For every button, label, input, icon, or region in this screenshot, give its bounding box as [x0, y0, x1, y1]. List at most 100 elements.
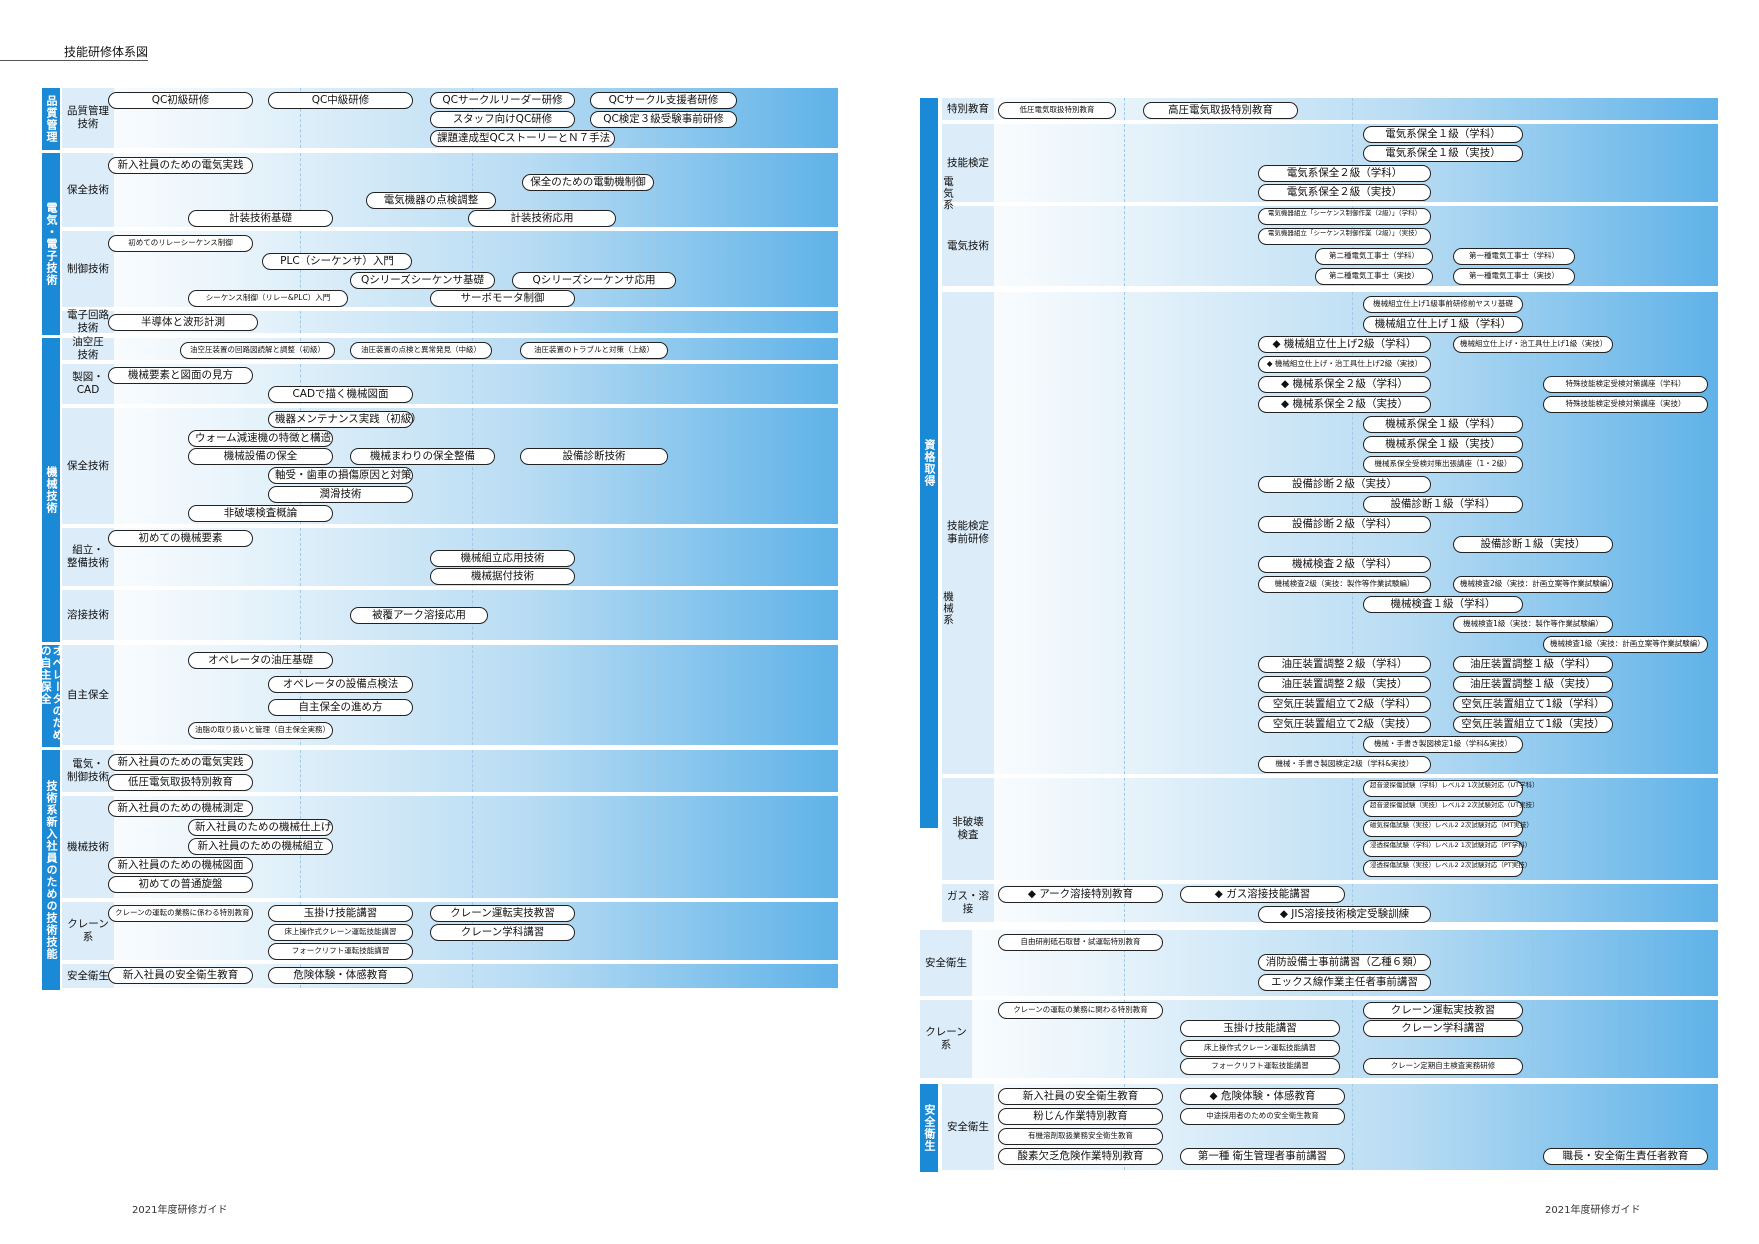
- course-pill: 特殊技能検定受検対策講座（実技）: [1543, 396, 1708, 413]
- section-label: 技能検定事前研修: [942, 292, 994, 774]
- course-pill: 低圧電気取扱特別教育: [998, 102, 1116, 119]
- column-divider: [1535, 1084, 1536, 1170]
- column-divider: [654, 528, 655, 586]
- course-pill: スタッフ向けQC研修: [430, 111, 575, 128]
- course-pill: Qシリーズシーケンサ応用: [512, 272, 676, 289]
- course-pill: 機械まわりの保全整備: [350, 448, 495, 465]
- course-pill: 高圧電気取扱特別教育: [1143, 102, 1298, 119]
- section-label: 保全技術: [62, 408, 114, 524]
- course-pill: オペレータの設備点検法: [268, 676, 413, 693]
- course-pill: 自由研削砥石取替・試運転特別教育: [998, 934, 1163, 951]
- column-divider: [654, 364, 655, 404]
- column-divider: [1535, 98, 1536, 120]
- course-pill: 新入社員の安全衛生教育: [108, 967, 253, 984]
- course-pill: 電気系保全１級（学科）: [1363, 126, 1523, 143]
- course-pill: 油圧装置調整１級（実技）: [1453, 676, 1613, 693]
- column-divider: [472, 964, 473, 988]
- course-pill: ◆ ガス溶接技能講習: [1180, 886, 1345, 903]
- section-label: 電気技術: [942, 206, 994, 286]
- course-pill: 低圧電気取扱特別教育: [108, 774, 253, 791]
- column-divider: [1352, 1084, 1353, 1170]
- column-divider: [472, 750, 473, 792]
- course-pill: 油圧装置調整１級（学科）: [1453, 656, 1613, 673]
- course-pill: QC検定３級受験事前研修: [590, 111, 737, 128]
- course-pill: 油空圧装置の回路図読解と調整（初級）: [180, 342, 335, 359]
- course-pill: 半導体と波形計測: [108, 314, 258, 331]
- course-pill: 設備診断技術: [520, 448, 668, 465]
- course-pill: 玉掛け技能講習: [268, 905, 413, 922]
- course-pill: 機械検査２級（学科）: [1258, 556, 1431, 573]
- column-divider: [1535, 292, 1536, 774]
- course-pill: クレーン運転実技教習: [1363, 1002, 1523, 1019]
- column-divider: [654, 645, 655, 745]
- course-pill: 非破壊検査概論: [188, 505, 333, 522]
- column-divider: [1124, 930, 1125, 996]
- column-divider: [300, 153, 301, 227]
- course-pill: 空気圧装置組立て1級（学科）: [1453, 696, 1613, 713]
- course-pill: 粉じん作業特別教育: [998, 1108, 1163, 1125]
- column-divider: [300, 88, 301, 148]
- column-divider: [300, 408, 301, 524]
- course-pill: Qシリーズシーケンサ基礎: [350, 272, 495, 289]
- course-pill: 磁気探傷試験（実技）レベル2 2次試験対応（MT実技）: [1363, 820, 1533, 837]
- column-divider: [1352, 206, 1353, 286]
- course-pill: 電気系保全２級（学科）: [1258, 165, 1431, 182]
- course-pill: 電気機器組立「シーケンス制御作業（2級）」（実技）: [1258, 228, 1431, 245]
- course-pill: 機械系保全１級（実技）: [1363, 436, 1523, 453]
- column-divider: [472, 645, 473, 745]
- course-pill: 酸素欠乏危険作業特別教育: [998, 1148, 1163, 1165]
- course-pill: 設備診断２級（学科）: [1258, 516, 1431, 533]
- column-divider: [472, 796, 473, 898]
- course-pill: 油脂の取り扱いと管理（自主保全実務）: [188, 722, 333, 739]
- course-pill: 油圧装置調整２級（実技）: [1258, 676, 1431, 693]
- column-divider: [1124, 778, 1125, 880]
- course-pill: 第一種 衛生管理者事前講習: [1180, 1148, 1345, 1165]
- course-pill: 軸受・歯車の損傷原因と対策: [268, 467, 413, 484]
- course-pill: 油圧装置の点検と異常発見（中級）: [350, 342, 492, 359]
- section-label: 機械技術: [62, 796, 114, 898]
- section-label: 保全技術: [62, 153, 114, 227]
- course-pill: 浸透探傷試験（実技）レベル2 2次試験対応（PT実技）: [1363, 860, 1531, 877]
- section-label: 品質管理技術: [62, 88, 114, 148]
- course-pill: 初めての普通旋盤: [108, 876, 253, 893]
- course-pill: 機械検査１級（学科）: [1363, 596, 1523, 613]
- course-pill: クレーン運転実技教習: [430, 905, 575, 922]
- course-pill: ◆ JIS溶接技術検定受験訓練: [1258, 906, 1431, 923]
- left-group-label: 機械技術: [42, 338, 60, 642]
- footer-right: 2021年度研修ガイド: [1545, 1205, 1641, 1216]
- course-pill: 機械検査1級（実技：製作等作業試験編）: [1453, 616, 1613, 633]
- course-pill: QC中級研修: [268, 92, 413, 109]
- column-divider: [1352, 1000, 1353, 1078]
- section-label: 自主保全: [62, 645, 114, 745]
- course-pill: 機械据付技術: [430, 568, 575, 585]
- column-divider: [654, 750, 655, 792]
- course-pill: ◆ 機械系保全２級（実技）: [1258, 396, 1431, 413]
- section-label: 技能検定: [942, 124, 994, 202]
- left-group-label: 品質管理: [42, 88, 60, 150]
- course-pill: 機械設備の保全: [188, 448, 333, 465]
- right-outer-label: 資格取得: [920, 98, 938, 828]
- course-pill: 機械・手書き製図検定2級（学科&実技）: [1258, 756, 1431, 773]
- course-pill: CADで描く機械図面: [268, 386, 413, 403]
- column-divider: [300, 645, 301, 745]
- course-pill: 初めての機械要素: [108, 530, 253, 547]
- column-divider: [654, 902, 655, 960]
- course-pill: 電気系保全１級（実技）: [1363, 145, 1523, 162]
- section-label: 組立・整備技術: [62, 528, 114, 586]
- course-pill: 課題達成型QCストーリーとＮ７手法: [430, 130, 615, 147]
- section-label: 溶接技術: [62, 590, 114, 640]
- course-pill: 機械要素と図面の見方: [108, 367, 253, 384]
- course-pill: ◆ 機械組立仕上げ2級（学科）: [1258, 336, 1431, 353]
- course-pill: 玉掛け技能講習: [1180, 1020, 1340, 1037]
- column-divider: [1535, 930, 1536, 996]
- section-label: 特別教育: [942, 98, 994, 120]
- course-pill: 新入社員の安全衛生教育: [998, 1088, 1163, 1105]
- course-pill: 機械・手書き製図検定1級（学科&実技）: [1363, 736, 1523, 753]
- section-label: 安全衛生: [942, 1084, 994, 1170]
- course-pill: 新入社員のための機械図面: [108, 857, 253, 874]
- course-pill: 特殊技能検定受検対策講座（学科）: [1543, 376, 1708, 393]
- section-label: 電子回路技術: [62, 309, 114, 334]
- course-pill: 電気機器組立「シーケンス制御作業（2級）」（学科）: [1258, 208, 1431, 225]
- course-pill: サーボモータ制御: [430, 290, 575, 307]
- column-divider: [1535, 884, 1536, 922]
